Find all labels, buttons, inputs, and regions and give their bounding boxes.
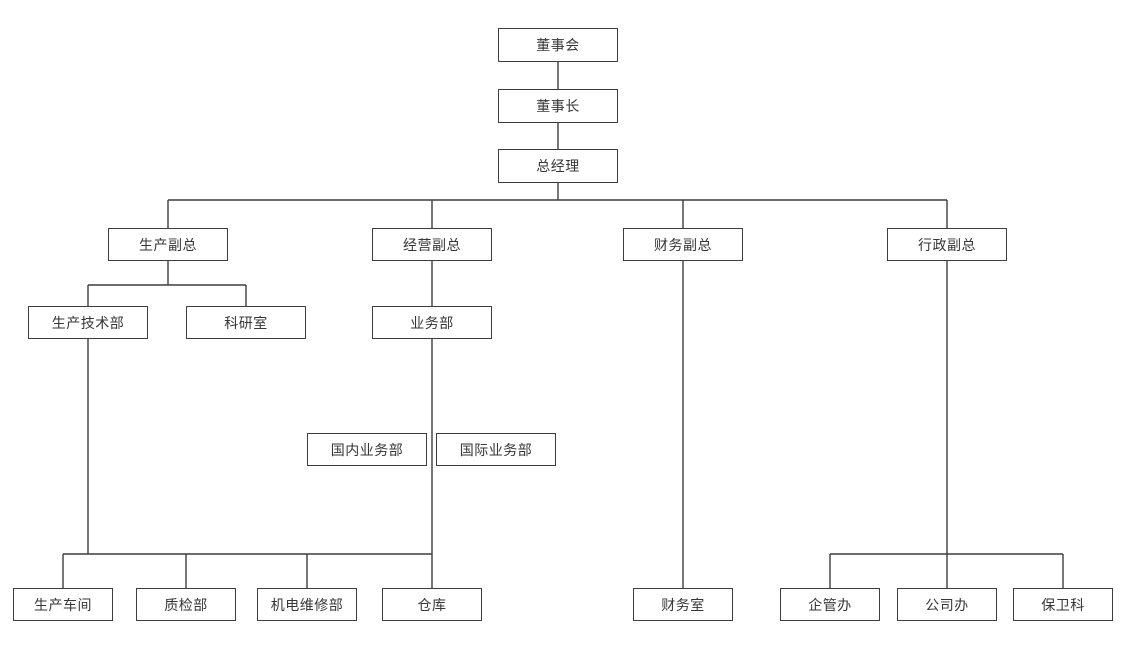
org-node-quality-inspection-dept[interactable]: 质检部 [136, 588, 236, 621]
org-node-mech-elec-maintenance-dept[interactable]: 机电维修部 [257, 588, 357, 621]
org-node-company-office[interactable]: 公司办 [897, 588, 997, 621]
org-node-vp-finance[interactable]: 财务副总 [623, 228, 743, 261]
org-node-vp-production[interactable]: 生产副总 [108, 228, 228, 261]
org-node-research-office[interactable]: 科研室 [186, 306, 306, 339]
org-node-enterprise-mgmt-office[interactable]: 企管办 [780, 588, 880, 621]
org-node-board-of-directors[interactable]: 董事会 [498, 28, 618, 62]
org-node-domestic-business-dept[interactable]: 国内业务部 [307, 433, 427, 466]
org-node-production-tech-dept[interactable]: 生产技术部 [28, 306, 148, 339]
org-node-business-dept[interactable]: 业务部 [372, 306, 492, 339]
org-node-vp-admin[interactable]: 行政副总 [887, 228, 1007, 261]
org-node-finance-office[interactable]: 财务室 [633, 588, 733, 621]
org-node-production-workshop[interactable]: 生产车间 [13, 588, 113, 621]
org-node-vp-operations[interactable]: 经营副总 [372, 228, 492, 261]
org-node-general-manager[interactable]: 总经理 [498, 149, 618, 183]
org-node-security-section[interactable]: 保卫科 [1013, 588, 1113, 621]
org-node-warehouse[interactable]: 仓库 [382, 588, 482, 621]
org-node-international-business-dept[interactable]: 国际业务部 [436, 433, 556, 466]
org-node-chairman[interactable]: 董事长 [498, 89, 618, 123]
